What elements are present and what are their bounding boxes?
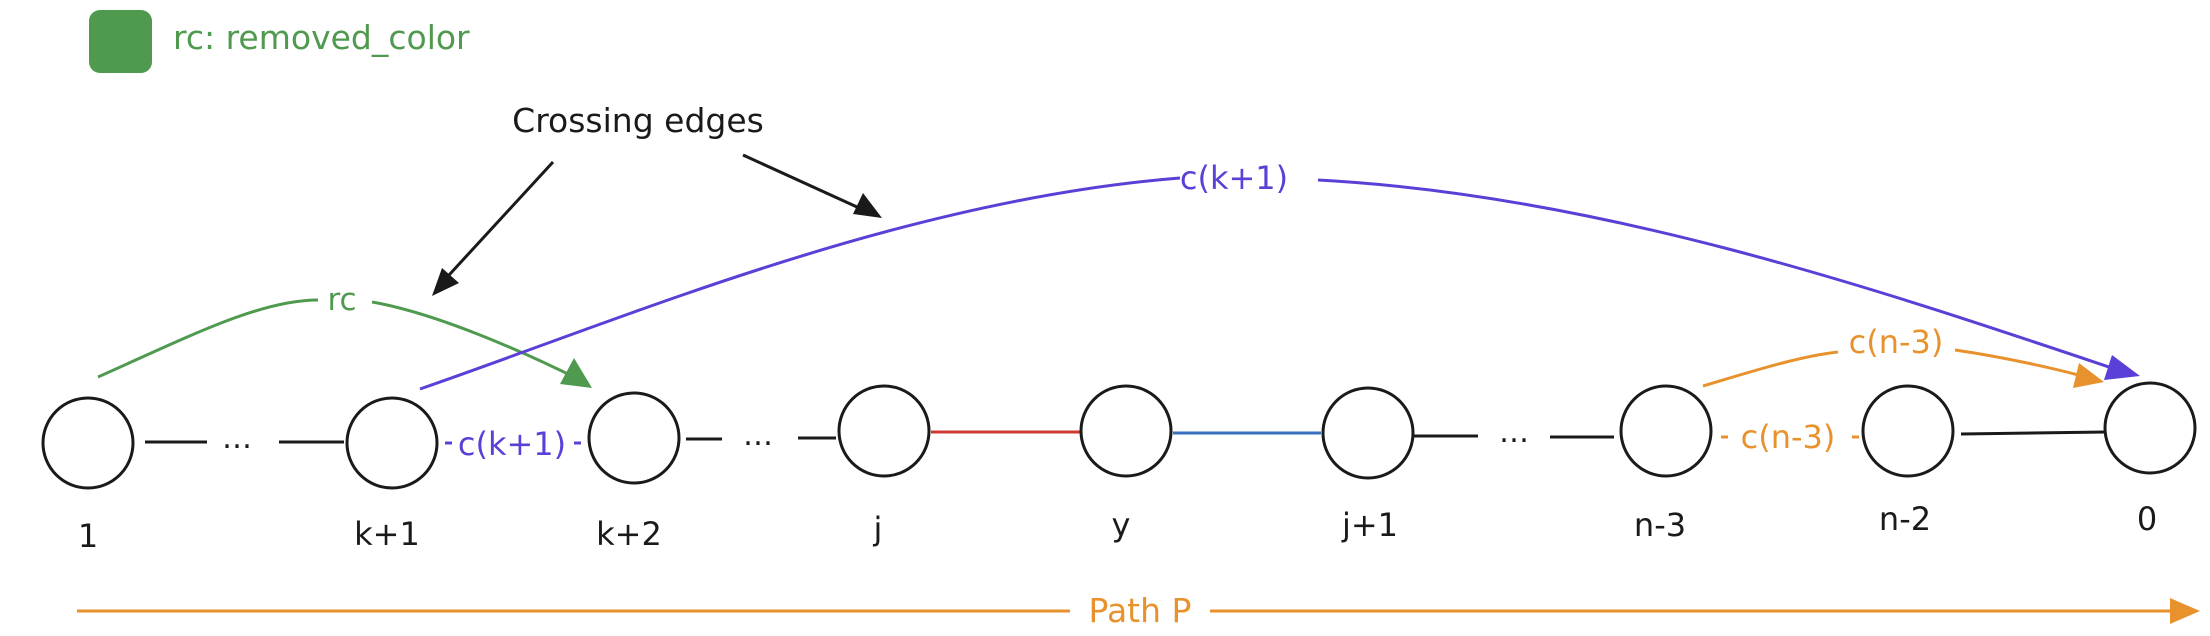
ellipsis-2: … [743,418,773,453]
ck1-arc-tail [1317,178,2113,370]
node-label-k1: k+1 [354,515,420,553]
legend-label: rc: removed_color [173,18,470,57]
node-y [1079,384,1173,478]
ck1-inline-label: c(k+1) [458,425,566,463]
ck1-arrowhead [2104,355,2140,380]
cn3-arrowhead [2073,363,2104,388]
edge-n2-0 [1960,430,2107,436]
node-j1 [1321,386,1415,480]
node-j [837,384,931,478]
cn3-arc [1702,350,1839,388]
legend-swatch-green [89,10,152,73]
node-label-1: 1 [78,517,98,555]
node-label-j1: j+1 [1341,506,1398,544]
rc-arrowhead [560,358,592,388]
node-1 [41,396,135,490]
crossing-arrow-left [436,160,555,289]
node-n2 [1861,384,1955,478]
node-k1 [345,396,439,490]
node-n3 [1619,384,1713,478]
path-label: Path P [1089,591,1192,630]
node-label-n2: n-2 [1879,500,1931,538]
node-label-0: 0 [2137,500,2157,538]
rc-arc-tail [371,300,581,382]
ck1-arc [419,176,1181,391]
node-label-j: j [873,510,883,548]
crossing-arrow-right [742,153,869,214]
node-label-n3: n-3 [1634,506,1686,544]
cn3-inline-label: c(n-3) [1741,418,1836,456]
ck1-arc-label: c(k+1) [1180,159,1288,197]
crossing-arrowhead-right [853,193,882,218]
node-label-k2: k+2 [596,515,662,553]
crossing-arrowhead-left [432,268,459,296]
path-arrowhead [2170,598,2200,624]
ellipsis-3: … [1499,415,1529,450]
rc-arc-label: rc [327,282,356,318]
node-k2 [587,391,681,485]
crossing-edges-label: Crossing edges [512,101,764,140]
node-0 [2103,381,2197,475]
cn3-arc-tail [1954,348,2083,378]
ellipsis-1: … [222,421,252,456]
rc-arc [97,298,319,379]
cn3-arc-label: c(n-3) [1849,323,1944,361]
node-label-y: y [1112,506,1131,544]
